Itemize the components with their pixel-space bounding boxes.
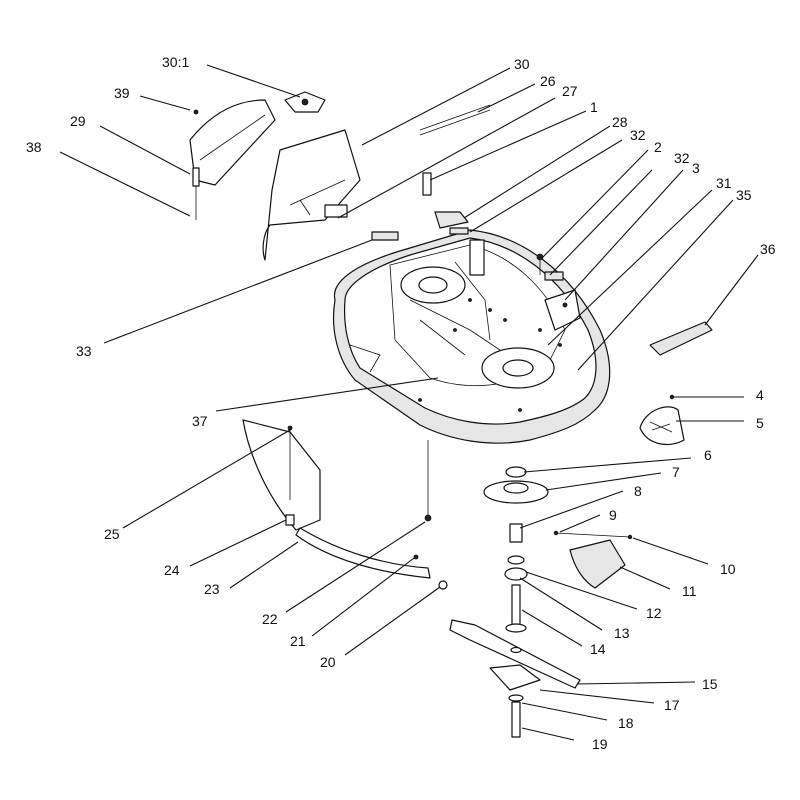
callout-10: 10	[720, 561, 736, 577]
callout-12: 12	[646, 605, 662, 621]
callout-labels: 30:1 30 26 27 1 28 32 2 32 3 31 35 36 39…	[26, 54, 776, 752]
callout-7: 7	[672, 464, 680, 480]
callout-4: 4	[756, 387, 764, 403]
callout-19: 19	[592, 736, 608, 752]
callout-33: 33	[76, 343, 92, 359]
discharge-chute-assembly	[189, 91, 491, 261]
callout-29: 29	[70, 113, 86, 129]
callout-25: 25	[104, 526, 120, 542]
callout-37: 37	[192, 413, 208, 429]
callout-35: 35	[736, 187, 752, 203]
callout-32-b: 32	[674, 150, 690, 166]
callout-11: 11	[682, 583, 697, 599]
mower-deck-housing	[332, 229, 611, 444]
left-baffle	[242, 419, 448, 590]
callout-23: 23	[204, 581, 220, 597]
callout-17: 17	[664, 697, 680, 713]
callout-6: 6	[704, 447, 712, 463]
callout-36: 36	[760, 241, 776, 257]
callout-39: 39	[114, 85, 130, 101]
callout-5: 5	[756, 415, 764, 431]
callout-8: 8	[634, 483, 642, 499]
callout-15: 15	[702, 676, 718, 692]
callout-20: 20	[320, 654, 336, 670]
leader-lines	[59, 64, 759, 741]
callout-28: 28	[612, 114, 628, 130]
callout-31: 31	[716, 175, 732, 191]
callout-32-a: 32	[630, 127, 646, 143]
callout-21: 21	[290, 633, 306, 649]
callout-14: 14	[590, 641, 606, 657]
callout-13: 13	[614, 625, 630, 641]
callout-38: 38	[26, 139, 42, 155]
callout-18: 18	[618, 715, 634, 731]
right-side-parts	[536, 253, 713, 446]
callout-2: 2	[654, 139, 662, 155]
callout-30-1: 30:1	[162, 54, 189, 70]
callout-24: 24	[164, 562, 180, 578]
callout-9: 9	[609, 507, 617, 523]
callout-30: 30	[514, 56, 530, 72]
callout-3: 3	[692, 160, 700, 176]
callout-26: 26	[540, 73, 556, 89]
spindle-assembly	[449, 466, 633, 738]
callout-1: 1	[590, 99, 598, 115]
callout-27: 27	[562, 83, 578, 99]
callout-22: 22	[262, 611, 278, 627]
